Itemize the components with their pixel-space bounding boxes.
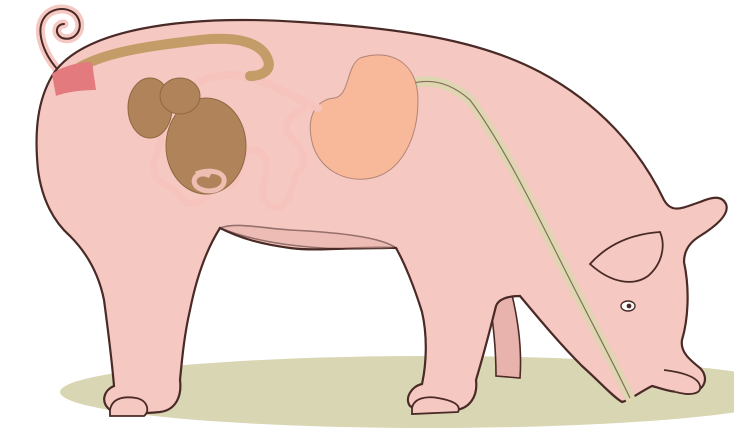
pupil [627, 304, 632, 309]
hind-leg-near-hoof [110, 397, 147, 416]
colon-coil [160, 78, 200, 114]
